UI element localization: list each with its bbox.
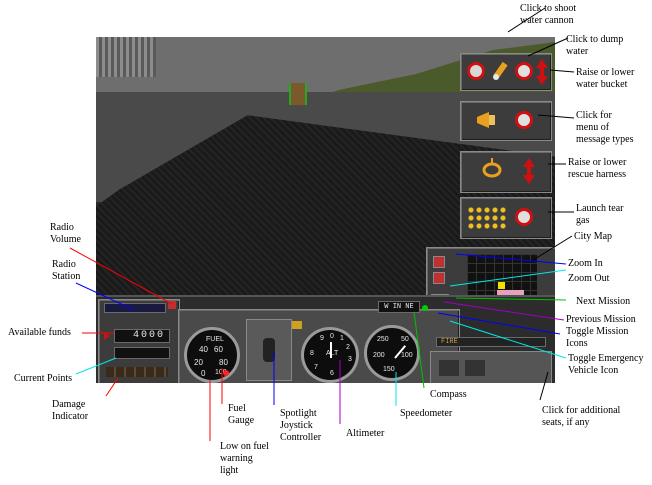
damage-indicator <box>106 367 168 377</box>
spotlight-joystick[interactable] <box>246 319 292 381</box>
altimeter-needle <box>330 342 332 358</box>
label-zoom-out: Zoom Out <box>568 273 610 284</box>
label-speedometer: Speedometer <box>400 408 453 419</box>
speed-tick-50: 50 <box>401 336 409 343</box>
tear-gas-target-button[interactable] <box>515 208 533 226</box>
seat-slot-right <box>465 360 485 376</box>
label-toggle-mission-icons: Toggle Mission Icons <box>566 326 629 349</box>
low-fuel-warning-light <box>223 370 229 376</box>
label-low-fuel: Low on fuel warning light <box>220 441 269 476</box>
fuel-tick-20: 20 <box>194 358 203 367</box>
up-down-arrow-icon <box>523 158 535 184</box>
label-tear-gas: Launch tear gas <box>576 203 624 226</box>
rescue-harness-icon <box>482 158 502 178</box>
tear-gas-panel <box>460 197 552 239</box>
label-shoot-water-cannon: Click to shoot water cannon <box>520 3 577 26</box>
altimeter-gauge: ALT 9 0 1 2 3 6 7 8 <box>301 327 359 383</box>
label-city-map: City Map <box>574 231 613 242</box>
radio-station-display[interactable] <box>104 303 166 313</box>
fuel-tick-100: 100 <box>215 369 227 376</box>
alt-label: ALT <box>326 350 339 357</box>
harness-button[interactable] <box>481 158 503 180</box>
label-water-bucket: Raise or lower water bucket <box>576 67 635 90</box>
alt-tick-7: 7 <box>314 364 318 371</box>
seat-slot-left <box>439 360 459 376</box>
alt-tick-2: 2 <box>346 344 350 351</box>
status-light-yellow <box>292 321 302 329</box>
fuel-tick-0: 0 <box>201 369 206 378</box>
water-cannon-panel <box>460 53 552 91</box>
zoom-out-button[interactable] <box>433 272 445 284</box>
compass-display: W IN NE <box>378 301 420 313</box>
label-next-mission: Next Mission <box>576 296 631 307</box>
additional-seats-button[interactable] <box>430 351 552 383</box>
speed-tick-250: 250 <box>377 336 389 343</box>
speedometer-gauge: 250 50 200 100 150 <box>364 325 420 381</box>
fuel-gauge: FUEL 40 60 20 80 0 100 <box>184 327 240 383</box>
message-target-button[interactable] <box>515 111 533 129</box>
up-down-arrow-icon <box>536 59 548 85</box>
alt-tick-8: 8 <box>310 350 314 357</box>
harness-raise-lower-arrows[interactable] <box>523 158 535 184</box>
alt-tick-1: 1 <box>340 335 344 342</box>
game-viewport[interactable]: 4000 FUEL 40 60 20 80 0 100 ALT 9 0 1 2 … <box>96 37 555 383</box>
dump-water-button[interactable] <box>489 60 511 82</box>
water-bucket-icon <box>493 61 508 80</box>
tear-gas-button[interactable] <box>467 206 507 230</box>
alt-tick-3: 3 <box>348 356 352 363</box>
bucket-raise-lower-arrows[interactable] <box>536 59 548 85</box>
alt-tick-9: 9 <box>320 335 324 342</box>
water-cannon-button[interactable] <box>467 62 485 80</box>
fuel-tick-80: 80 <box>219 358 228 367</box>
megaphone-icon <box>477 112 495 128</box>
label-rescue-harness: Raise or lower rescue harness <box>568 157 627 180</box>
label-zoom-in: Zoom In <box>568 258 603 269</box>
label-available-funds: Available funds <box>8 327 71 338</box>
label-dump-water: Click to dump water <box>566 34 624 57</box>
speed-tick-200: 200 <box>373 352 385 359</box>
funds-indicator-arrow <box>104 332 110 340</box>
compass-light <box>422 305 428 311</box>
joystick-stick <box>263 338 275 362</box>
fire-status-bar: FIRE <box>436 337 546 347</box>
current-points-display <box>114 347 170 359</box>
label-damage-indicator: Damage Indicator <box>52 399 89 422</box>
megaphone-button[interactable] <box>475 110 503 130</box>
fuel-label: FUEL <box>206 336 224 343</box>
fuel-tick-40: 40 <box>199 345 208 354</box>
label-current-points: Current Points <box>14 373 73 384</box>
label-altimeter: Altimeter <box>346 428 385 439</box>
map-marker-yellow <box>498 282 505 289</box>
fuel-tick-60: 60 <box>214 345 223 354</box>
funds-display: 4000 <box>114 329 170 343</box>
label-radio-volume: Radio Volume <box>50 222 81 245</box>
label-compass: Compass <box>430 389 467 400</box>
person-figure <box>289 83 307 105</box>
red-target-button[interactable] <box>515 62 533 80</box>
label-message-types: Click for menu of message types <box>576 110 634 145</box>
label-toggle-emergency-vehicle: Toggle Emergency Vehicle Icon <box>568 353 644 376</box>
alt-tick-0: 0 <box>330 333 334 340</box>
label-additional-seats: Click for additional seats, if any <box>542 405 621 428</box>
alt-tick-6: 6 <box>330 370 334 377</box>
harness-panel <box>460 151 552 193</box>
speed-tick-150: 150 <box>383 366 395 373</box>
speed-tick-100: 100 <box>401 352 413 359</box>
distant-building <box>96 37 156 77</box>
label-spotlight: Spotlight Joystick Controller <box>280 408 322 443</box>
radio-volume-knob[interactable] <box>168 301 176 309</box>
label-fuel-gauge: Fuel Gauge <box>228 403 255 426</box>
zoom-in-button[interactable] <box>433 256 445 268</box>
label-previous-mission: Previous Mission <box>566 314 636 325</box>
message-panel <box>460 101 552 141</box>
label-radio-station: Radio Station <box>52 259 81 282</box>
